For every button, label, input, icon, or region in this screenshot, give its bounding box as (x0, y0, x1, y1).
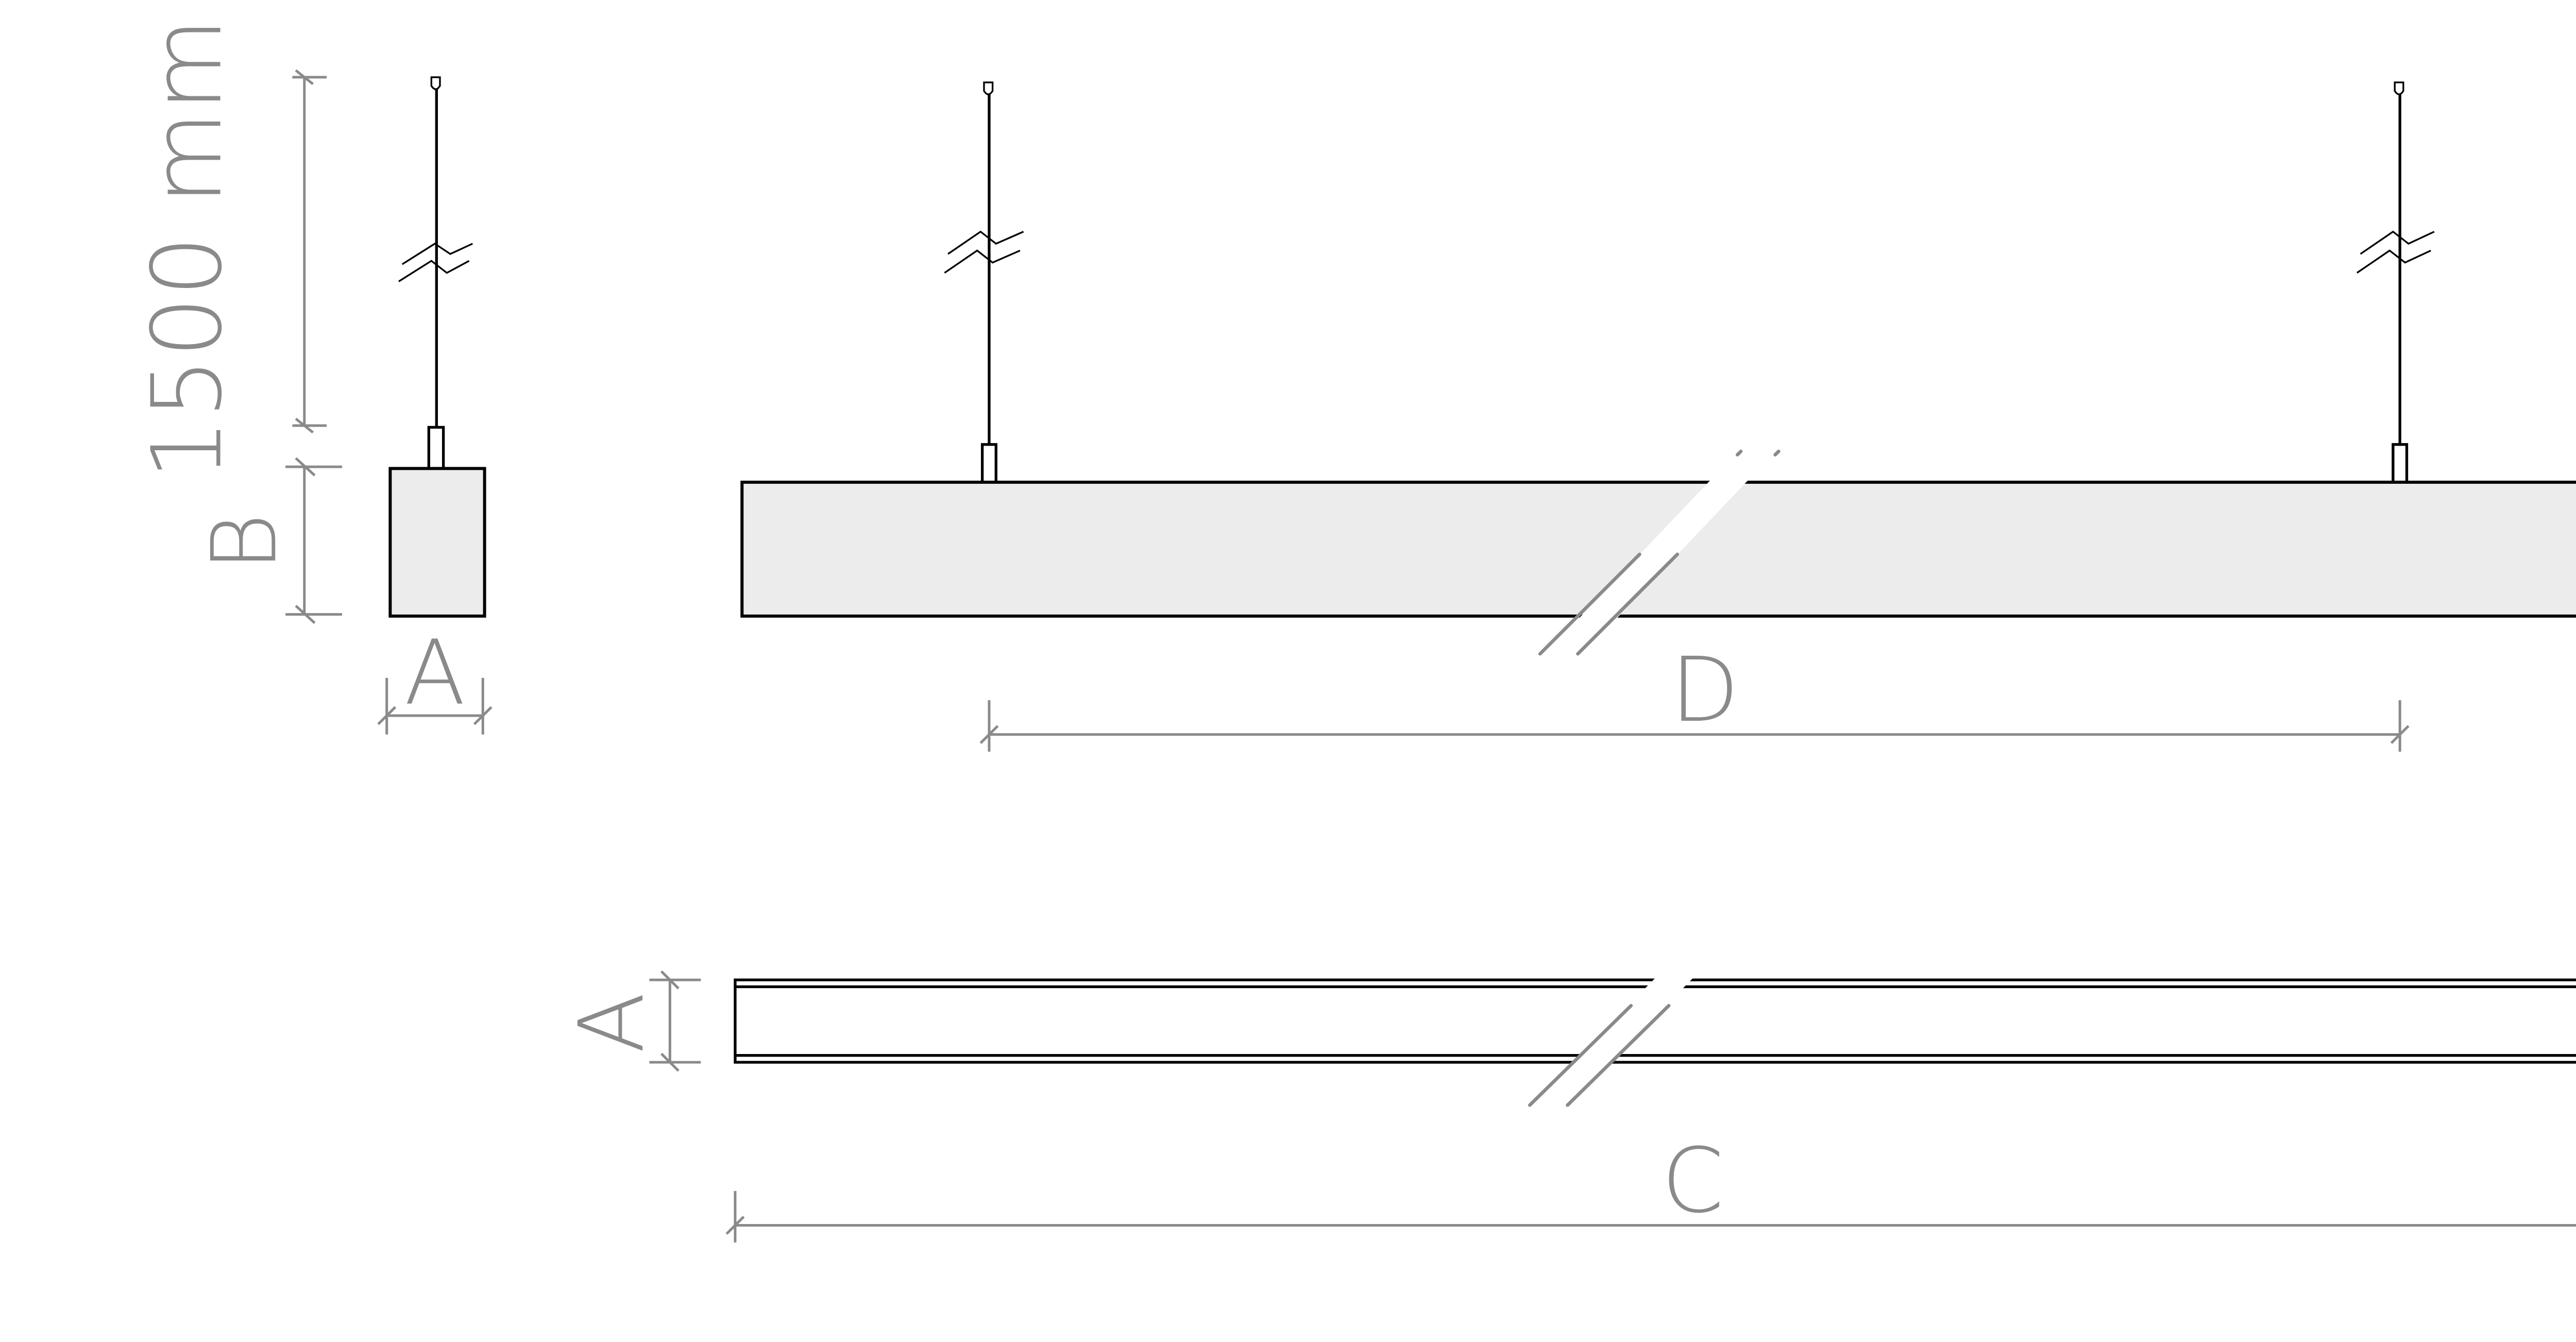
dimension-width-a-top: A (560, 970, 701, 1072)
cable-connector (2392, 443, 2409, 484)
ceiling-hook (983, 81, 994, 95)
dimension-width-a-side: A (377, 621, 493, 735)
cable-break-symbol (398, 243, 473, 282)
front-view: D (740, 81, 2576, 752)
label-suspension-distance-d: D (1670, 638, 1739, 742)
cable-connector (427, 426, 445, 470)
label-height-b: B (192, 513, 296, 571)
suspension-left (944, 81, 1024, 484)
length-break-gap (1569, 976, 1695, 1066)
cable-break-symbol (944, 230, 1024, 274)
label-length-c: C (1662, 1129, 1724, 1233)
luminaire-profile (388, 467, 486, 618)
side-view: 1500 mm B A (131, 18, 493, 735)
ceiling-hook (2394, 81, 2404, 95)
cable-break-symbol (2356, 230, 2435, 274)
label-width-a-top: A (560, 992, 664, 1054)
cable-connector (980, 443, 997, 484)
label-suspension-length: 1500 mm (131, 18, 243, 480)
suspension-right (2356, 81, 2435, 484)
dimension-height-b: B (192, 457, 343, 624)
dimension-length-c: C (725, 1129, 2576, 1243)
top-view: A C (560, 970, 2576, 1243)
dimension-suspension-length: 1500 mm (131, 18, 327, 480)
dimension-suspension-distance-d: D (979, 638, 2410, 752)
ceiling-hook (430, 76, 441, 90)
label-width-a-side: A (404, 621, 465, 725)
length-break-gap (1578, 479, 1750, 620)
